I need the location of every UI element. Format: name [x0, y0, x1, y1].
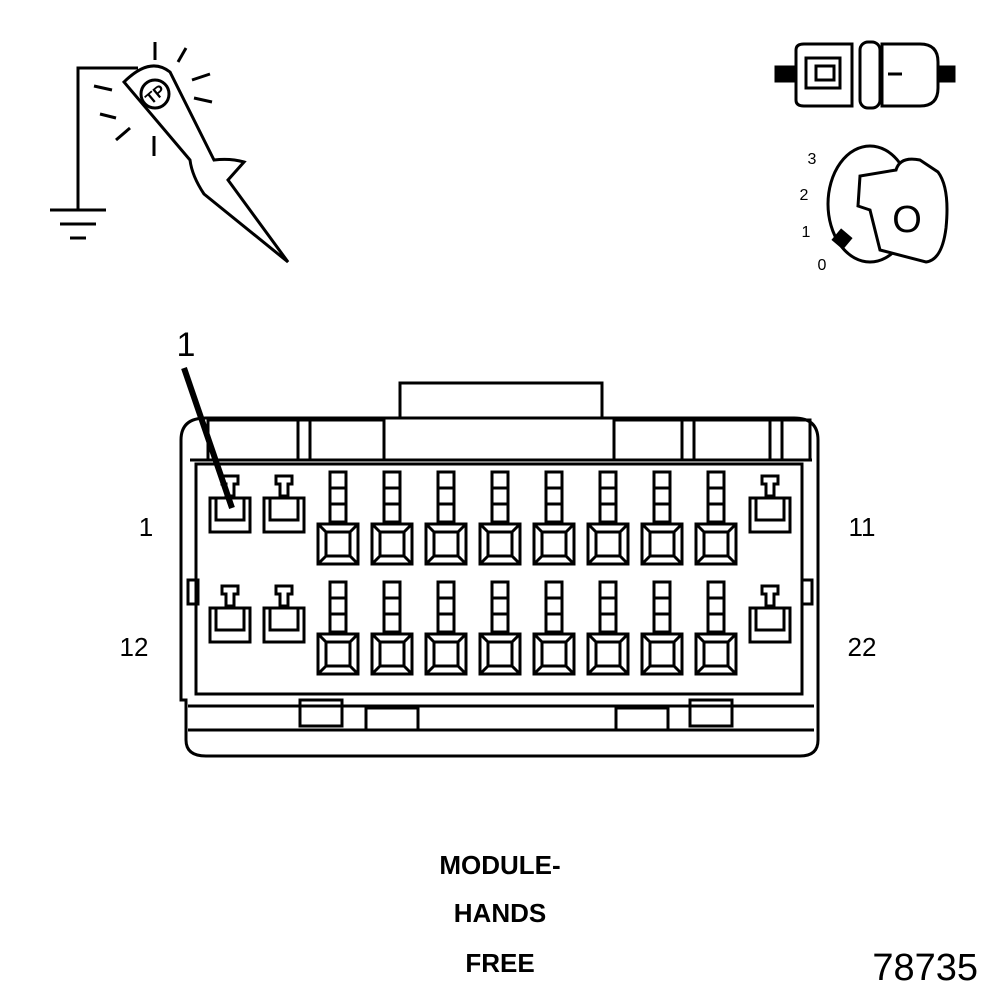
- terminal-pin-6: [478, 470, 522, 566]
- connector-disconnected-icon: [774, 40, 956, 110]
- terminal-pin-22: [748, 584, 792, 644]
- terminal-pin-9: [640, 470, 684, 566]
- pin-label-11: 11: [849, 512, 876, 542]
- terminal-pin-5: [424, 470, 468, 566]
- terminal-pin-3: [316, 470, 360, 566]
- terminal-pin-21: [694, 580, 738, 676]
- terminal-pin-16: [424, 580, 468, 676]
- connector-body: [179, 381, 820, 758]
- terminal-pin-7: [532, 470, 576, 566]
- terminal-pin-14: [316, 580, 360, 676]
- callout-arrow: [181, 367, 235, 509]
- terminal-pin-10: [694, 470, 738, 566]
- pin-label-12: 12: [120, 632, 149, 662]
- module-title-line-1: MODULE-: [439, 850, 560, 880]
- key-face-glyph: O: [892, 199, 922, 241]
- figure-number: 78735: [872, 947, 978, 989]
- terminal-pin-8: [586, 470, 630, 566]
- terminal-pin-4: [370, 470, 414, 566]
- terminal-pin-20: [640, 580, 684, 676]
- key-position-2: 2: [800, 187, 809, 204]
- terminal-pin-12: [208, 584, 252, 644]
- terminal-pin-1: [208, 474, 252, 534]
- pin-label-1: 1: [139, 512, 153, 542]
- test-probe-ground-icon: TP: [50, 42, 290, 264]
- terminal-pin-17: [478, 580, 522, 676]
- callout-number: 1: [177, 326, 196, 364]
- pin-label-22: 22: [848, 632, 877, 662]
- terminal-pin-15: [370, 580, 414, 676]
- key-position-1: 1: [802, 224, 811, 241]
- terminal-pin-11: [748, 474, 792, 534]
- module-title-line-2: HANDS: [454, 898, 546, 928]
- terminal-cavities: [208, 470, 792, 676]
- terminal-pin-18: [532, 580, 576, 676]
- terminal-pin-2: [262, 474, 306, 534]
- ignition-key-icon: [826, 144, 949, 264]
- terminal-pin-19: [586, 580, 630, 676]
- key-position-3: 3: [808, 151, 817, 168]
- key-position-0: 0: [818, 257, 827, 274]
- terminal-pin-13: [262, 584, 306, 644]
- module-title-line-3: FREE: [465, 948, 534, 978]
